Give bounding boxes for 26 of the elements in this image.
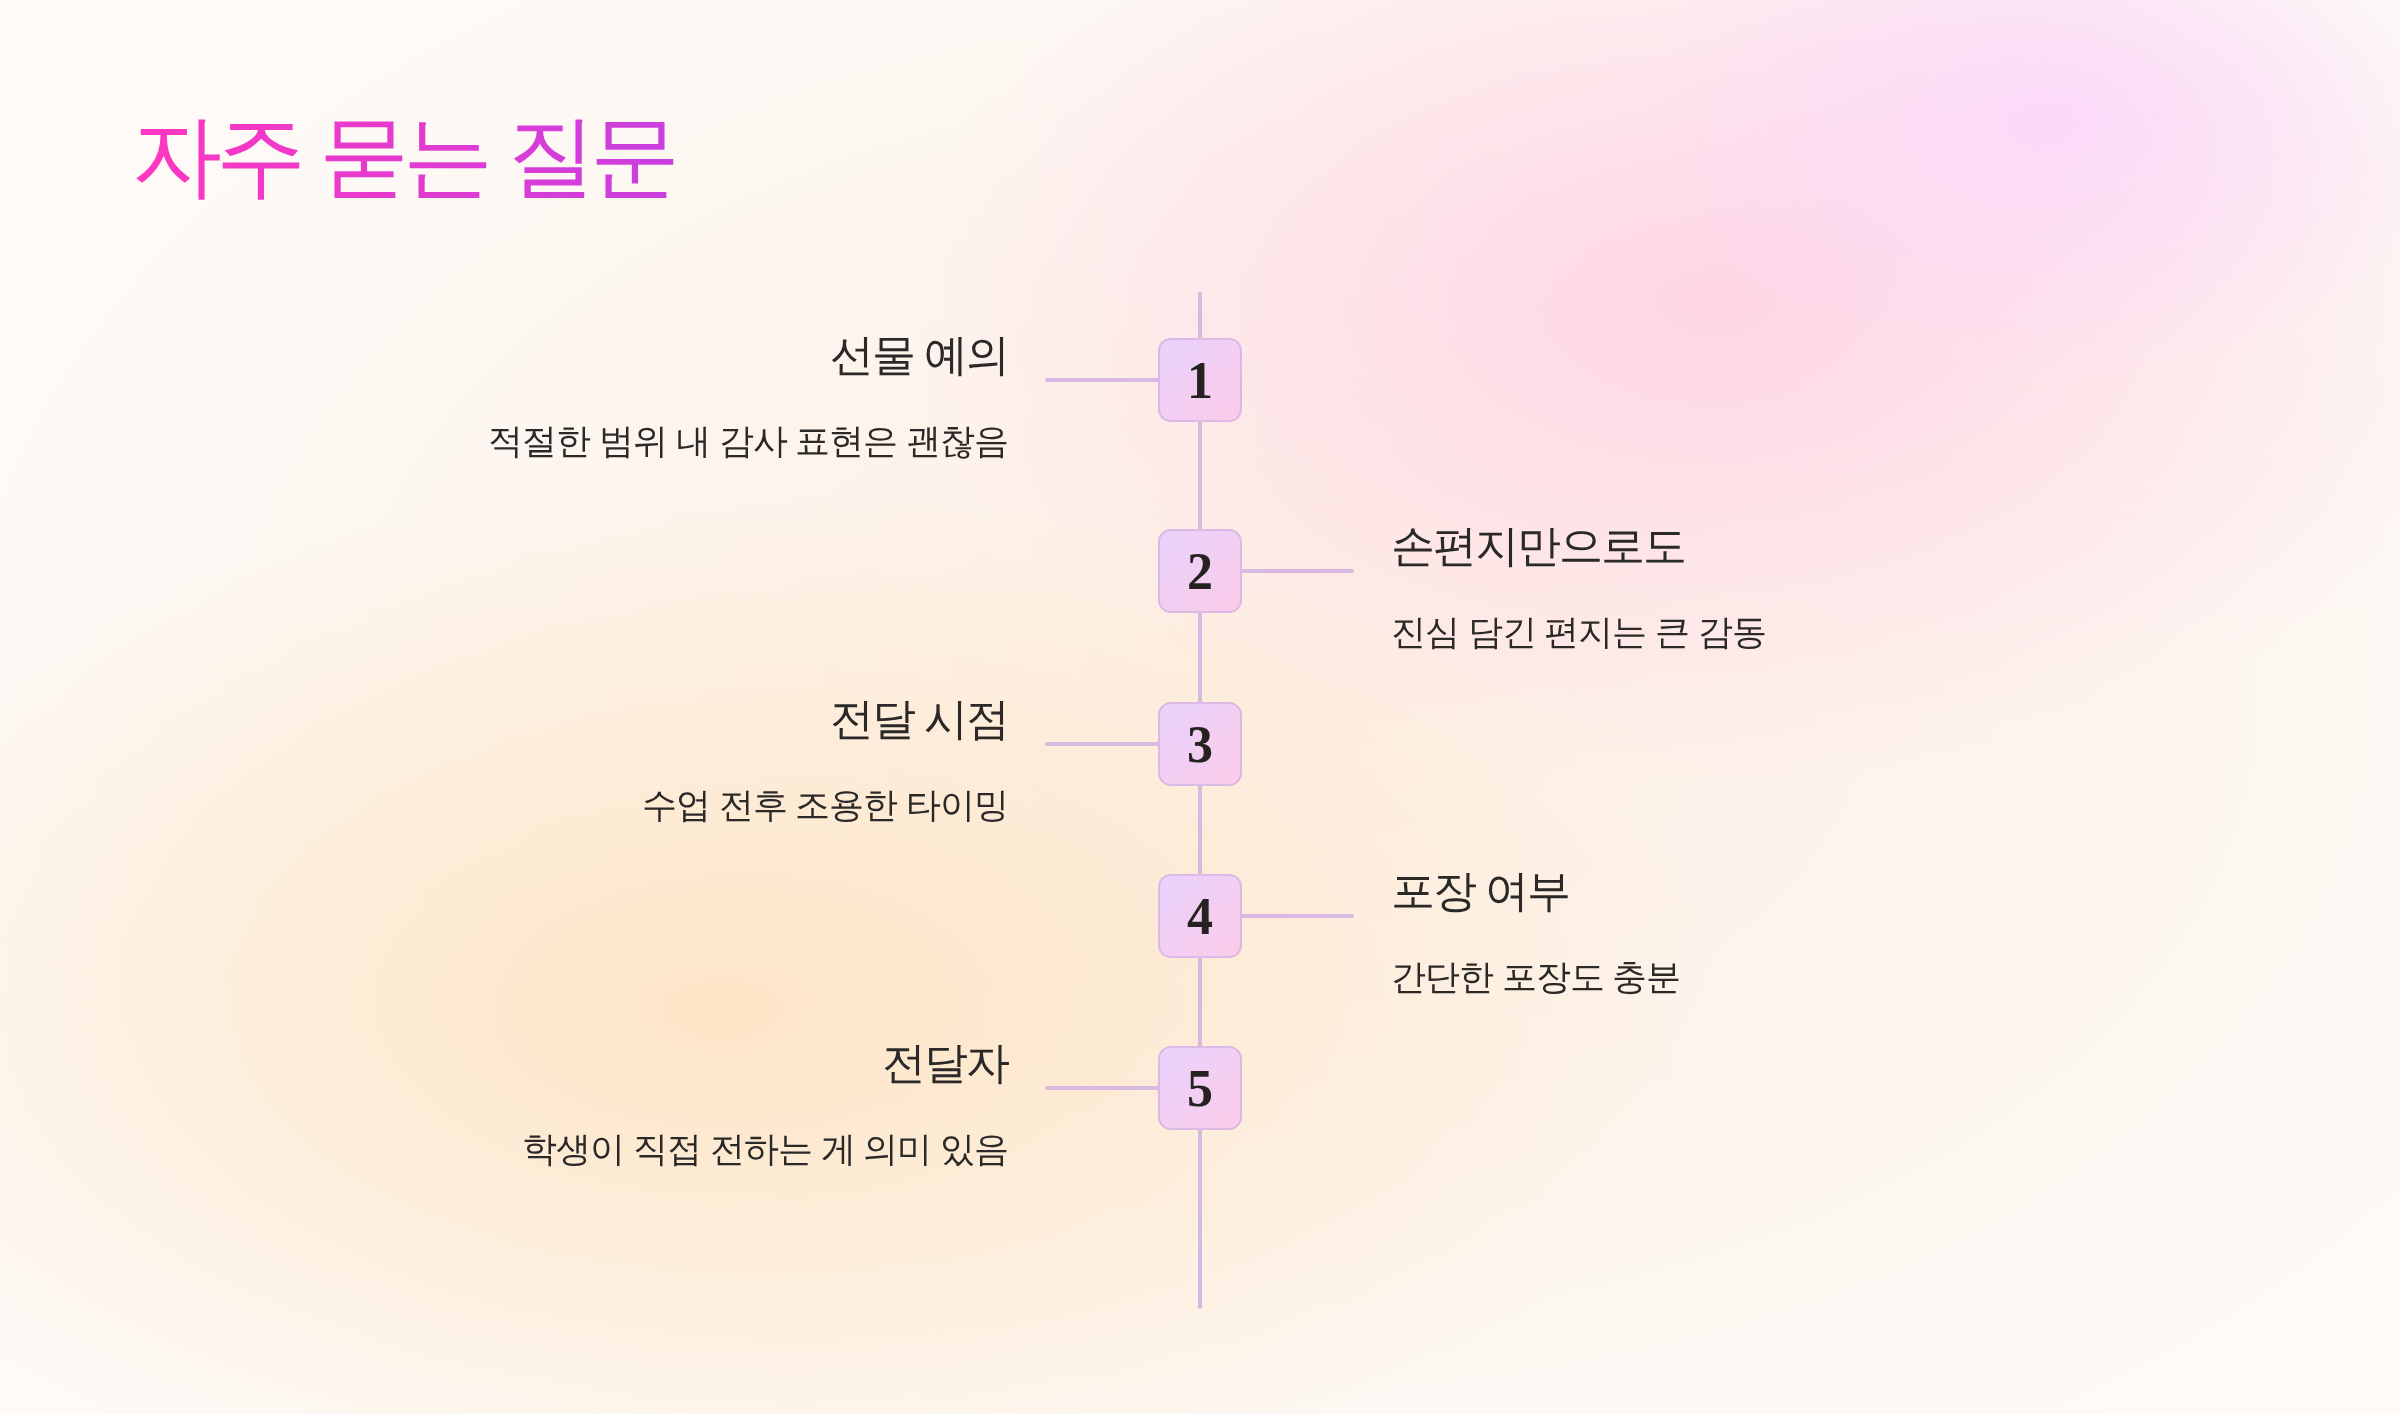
timeline-line xyxy=(1198,611,1202,704)
question-heading: 선물 예의 xyxy=(828,329,1008,381)
number-box: 1 xyxy=(1158,338,1242,422)
answer-text: 간단한 포장도 충분 xyxy=(1391,956,1681,998)
timeline-line xyxy=(1198,1128,1202,1309)
answer-text: 진심 담긴 편지는 큰 감동 xyxy=(1391,611,1766,653)
number-box: 2 xyxy=(1158,529,1242,613)
timeline-line xyxy=(1198,420,1202,531)
number-box: 5 xyxy=(1158,1046,1242,1130)
timeline-line xyxy=(1198,784,1202,876)
number-box: 4 xyxy=(1158,874,1242,958)
number-box: 3 xyxy=(1158,702,1242,786)
question-heading: 전달자 xyxy=(881,1037,1008,1089)
question-heading: 포장 여부 xyxy=(1391,865,1571,917)
answer-text: 학생이 직접 전하는 게 의미 있음 xyxy=(522,1128,1008,1170)
timeline-line xyxy=(1198,292,1202,340)
answer-text: 적절한 범위 내 감사 표현은 괜찮음 xyxy=(488,420,1008,462)
timeline-line xyxy=(1198,956,1202,1048)
leader-line xyxy=(1045,378,1160,382)
leader-line xyxy=(1045,742,1160,746)
question-heading: 손편지만으로도 xyxy=(1391,520,1686,572)
leader-line xyxy=(1240,914,1354,918)
answer-text: 수업 전후 조용한 타이밍 xyxy=(641,784,1008,826)
leader-line xyxy=(1045,1086,1160,1090)
leader-line xyxy=(1240,569,1354,573)
question-heading: 전달 시점 xyxy=(828,693,1008,745)
